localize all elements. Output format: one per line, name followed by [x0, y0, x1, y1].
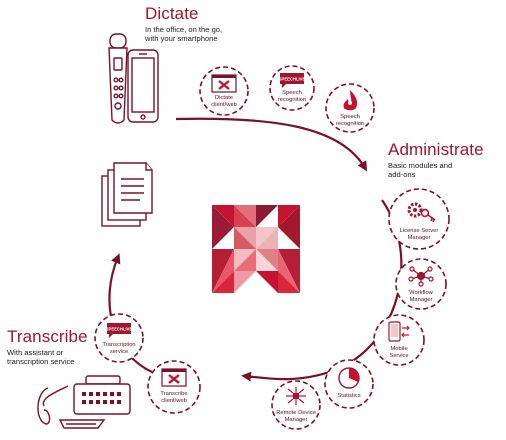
node-speechlive-line2: recognition — [278, 97, 306, 103]
administrate-description-line1: Basic modules and — [388, 161, 453, 170]
node-dictate-client-line2: client/web — [211, 102, 237, 108]
node-mobile-line2: Service — [389, 353, 408, 359]
browser-window-icon — [211, 74, 237, 93]
node-speech-recognition-line2: recognition — [336, 121, 364, 127]
node-workflow-line1: Workflow — [409, 290, 434, 296]
transcribe-description-line2: transcription service — [7, 357, 75, 366]
node-dictate-client-line1: Dictate — [215, 95, 233, 101]
node-dictate-client[interactable]: Dictate client/web — [199, 66, 249, 116]
node-mobile-line1: Mobile — [390, 346, 407, 352]
node-speech-recognition[interactable]: Speech recognition — [325, 83, 375, 133]
speechlive-badge-icon: SPEECHLIVE — [106, 323, 133, 338]
flame-icon — [343, 90, 358, 111]
dictate-description-line1: In the office, on the go, — [145, 25, 223, 34]
speechlive-badge-icon: SPEECHLIVE — [279, 73, 306, 88]
browser-window-icon — [161, 368, 187, 387]
gear-key-icon — [407, 202, 436, 223]
transcribe-description-line1: With assistant or — [7, 348, 64, 357]
dictate-title: Dictate — [145, 4, 199, 23]
node-speechlive-recognition[interactable]: SPEECHLIVE Speech recognition — [269, 65, 315, 111]
philips-x-logo — [212, 205, 300, 293]
node-transcribe-client[interactable]: Transcribe client/web — [147, 360, 201, 414]
node-workflow-manager[interactable]: Workflow Manager — [395, 258, 447, 310]
node-workflow-line2: Manager — [410, 297, 433, 303]
device-manager-icon — [286, 387, 306, 405]
transcribe-title: Transcribe — [7, 327, 88, 346]
network-icon — [408, 266, 434, 287]
node-speech-recognition-line1: Speech — [340, 114, 360, 120]
node-license-line1: License Server — [400, 228, 439, 234]
node-speechlive-line1: Speech — [282, 90, 302, 96]
administrate-section: Administrate Basic modules and add-ons — [388, 140, 484, 179]
speechlive-badge-text: SPEECHLIVE — [106, 327, 133, 332]
dictation-microphone-icon — [108, 33, 128, 124]
node-mobile-service[interactable]: Mobile Service — [373, 314, 425, 366]
smartphone-icon — [127, 49, 159, 123]
transcribe-section: Transcribe With assistant or transcripti… — [7, 327, 88, 366]
node-license-line2: Manager — [408, 235, 431, 241]
node-transcribe-client-line2: client/web — [161, 398, 187, 404]
administrate-title: Administrate — [388, 140, 484, 159]
dictate-section: Dictate In the office, on the go, with y… — [145, 4, 222, 43]
pie-chart-icon — [338, 367, 360, 389]
node-transcription-line2: service — [110, 349, 128, 355]
arrow-dictate-to-administrate — [175, 117, 368, 172]
node-statistics-label: Statistics — [337, 393, 360, 399]
mobile-sync-icon — [388, 321, 410, 342]
node-transcribe-client-line1: Transcribe — [160, 391, 187, 397]
node-remote-line2: Manager — [285, 417, 308, 423]
node-statistics[interactable]: Statistics — [324, 359, 374, 409]
node-remote-line1: Remote Device — [276, 410, 316, 416]
node-transcription-line1: Transcription — [102, 342, 135, 348]
node-transcription-service[interactable]: SPEECHLIVE Transcription service — [94, 313, 144, 363]
document-icon — [101, 162, 153, 227]
speechlive-badge-text: SPEECHLIVE — [279, 77, 306, 82]
node-license-server-manager[interactable]: License Server Manager — [388, 188, 450, 250]
node-remote-device-manager[interactable]: Remote Device Manager — [271, 380, 321, 430]
administrate-description-line2: add-ons — [388, 170, 416, 179]
transcription-kit-icon — [37, 375, 131, 429]
dictate-description-line2: with your smartphone — [145, 34, 218, 43]
